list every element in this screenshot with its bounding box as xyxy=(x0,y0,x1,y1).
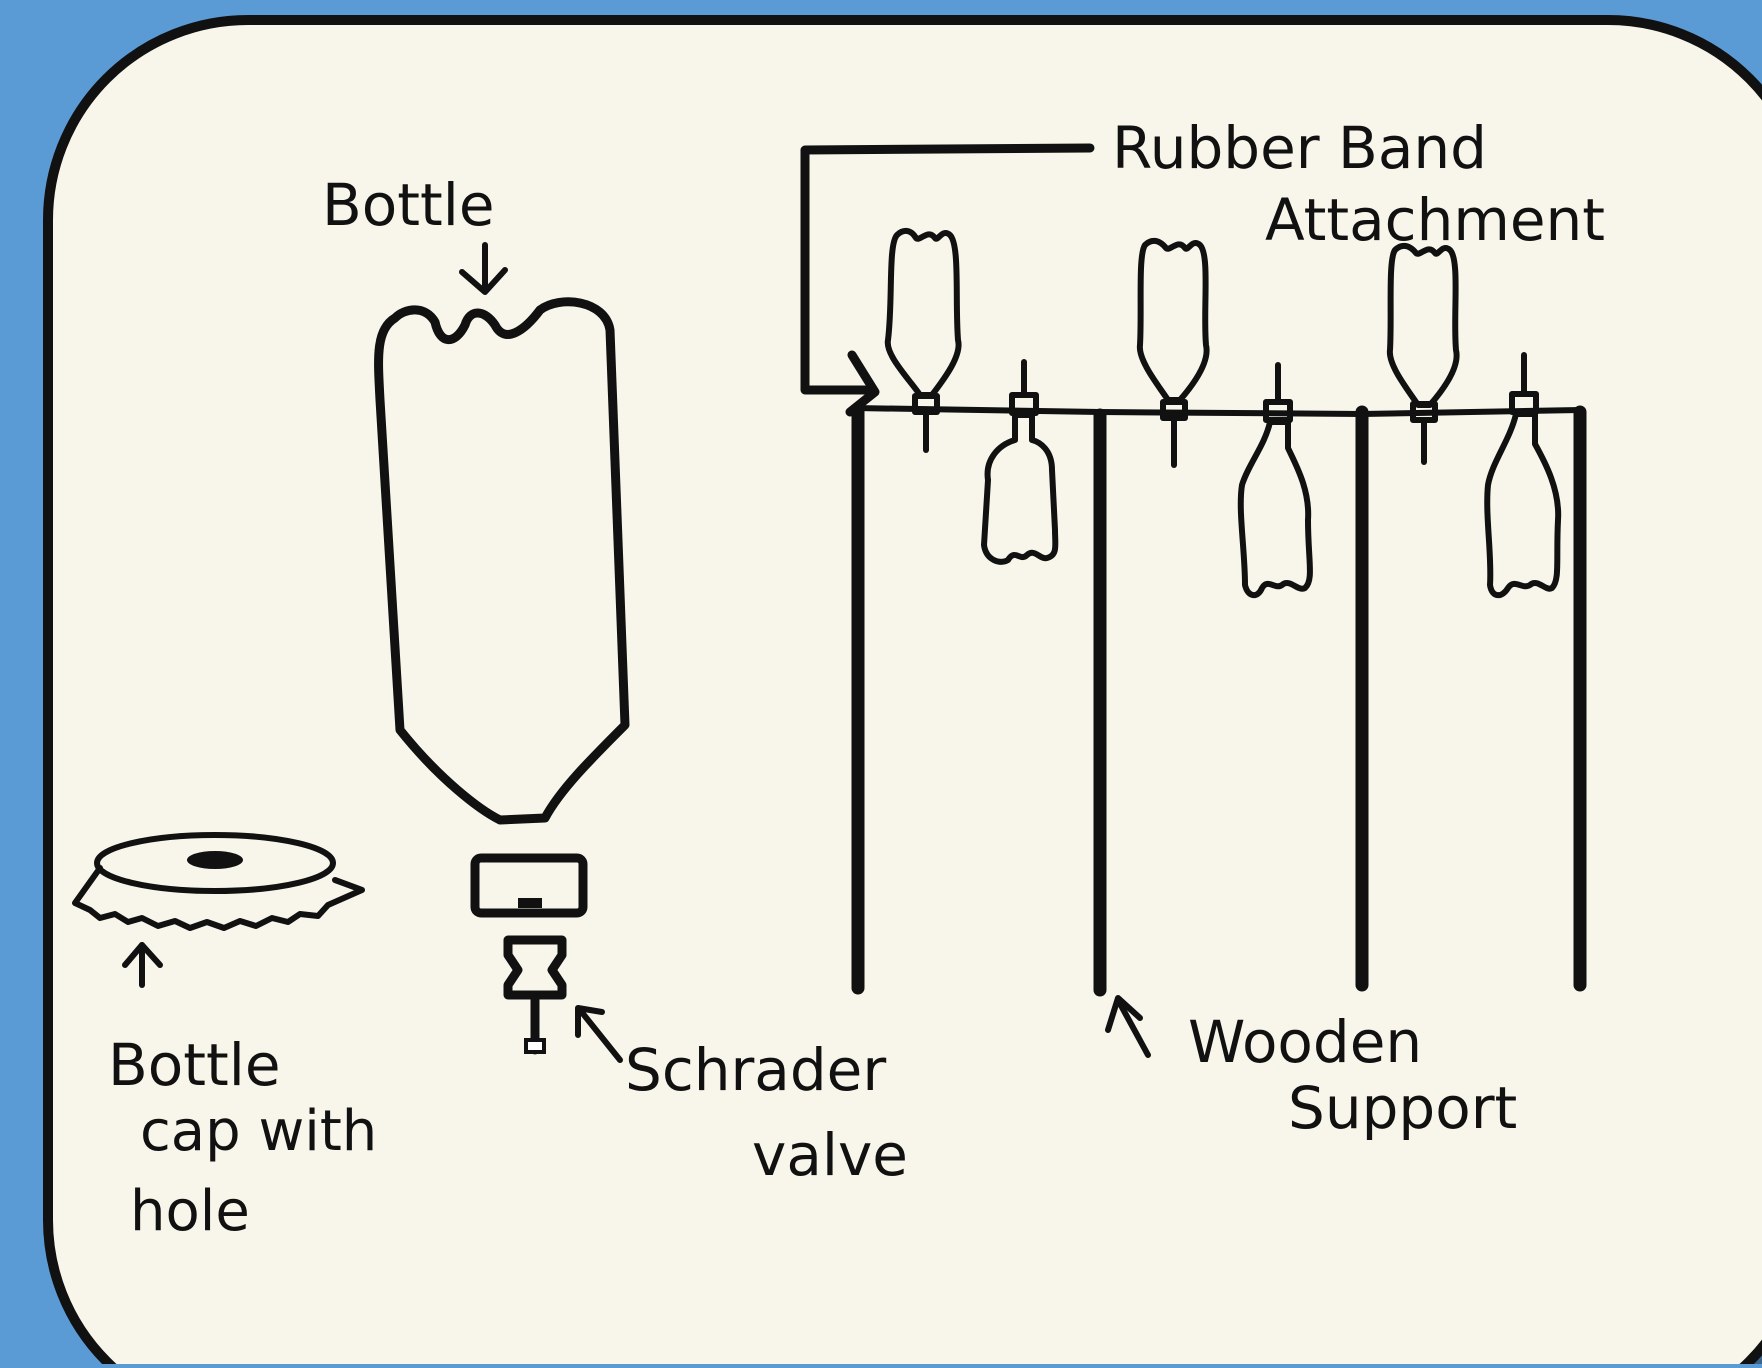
label-wooden: Wooden xyxy=(1188,1008,1422,1076)
wooden-support xyxy=(851,403,1587,997)
bottle-connector xyxy=(470,853,588,918)
label-bottle: Bottle xyxy=(322,171,495,239)
bottle-cap xyxy=(72,832,365,931)
label-attachment: Attachment xyxy=(1265,186,1605,254)
bottle-arrow xyxy=(459,242,508,295)
schrader-arrow xyxy=(575,1005,623,1063)
label-support: Support xyxy=(1288,1074,1517,1142)
label-valve: valve xyxy=(752,1121,908,1189)
wooden-arrow xyxy=(1105,995,1151,1058)
label-cap-line1: Bottle xyxy=(108,1031,281,1099)
small-bottles xyxy=(884,227,1562,599)
label-rubber-band: Rubber Band xyxy=(1112,114,1487,182)
label-schrader: Schrader xyxy=(625,1036,886,1104)
label-cap-line2: cap with xyxy=(140,1099,377,1164)
large-bottle xyxy=(374,297,630,825)
cap-arrow xyxy=(122,942,163,988)
schrader-valve xyxy=(503,935,567,1055)
panel xyxy=(43,15,1762,1368)
connector-slot xyxy=(518,898,542,908)
rubber-band-rail xyxy=(852,405,1583,417)
label-cap-line3: hole xyxy=(130,1179,250,1244)
rubber-band-leader xyxy=(800,143,1095,417)
